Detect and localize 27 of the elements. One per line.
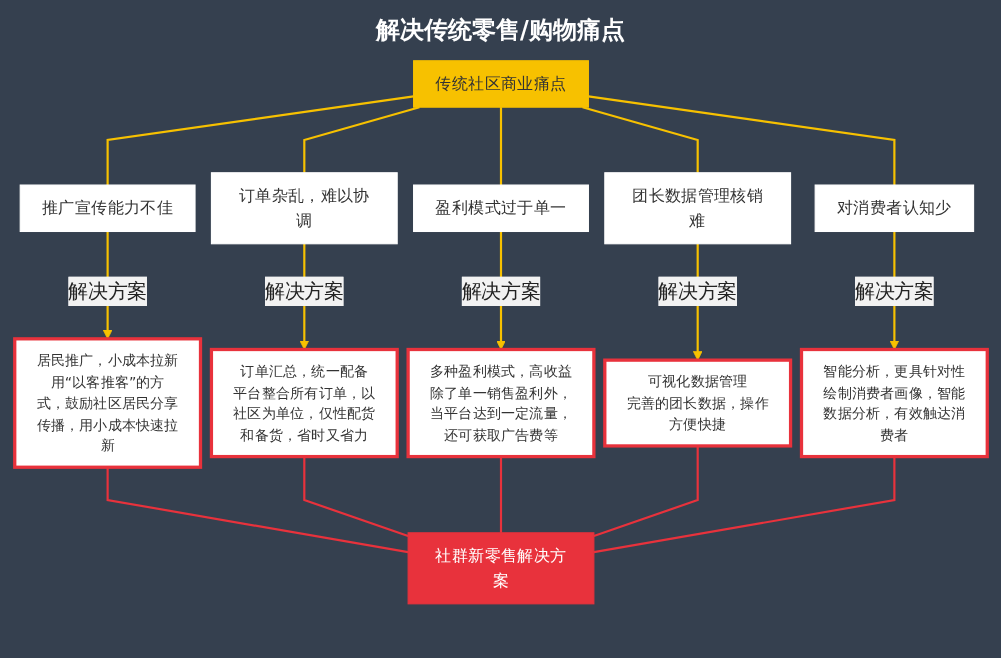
connector <box>302 106 420 173</box>
connector <box>302 456 408 538</box>
edge-label: 解决方案 <box>67 279 147 303</box>
node-box: 可视化数据管理 完善的团长数据，操作方便快捷 <box>602 358 792 448</box>
node-box: 智能分析，更具针对性 绘制消费者画像，智能数据分析，有效触达消费者 <box>799 347 989 459</box>
node-box: 对消费者认知少 <box>814 184 974 233</box>
edge-label: 解决方案 <box>854 279 934 303</box>
connector <box>593 445 699 538</box>
connector <box>106 95 414 186</box>
node-box: 盈利模式过于单一 <box>412 184 589 233</box>
node-box: 居民推广，小成本拉新 用“以客推客”的方式，鼓励社区居民分享传播，用小成本快速拉新 <box>12 337 202 469</box>
node-box: 推广宣传能力不佳 <box>19 184 196 233</box>
node-box: 订单汇总，统一配备 平台整合所有订单，以社区为单位，仅性配货和备货，省时又省力 <box>209 347 399 459</box>
node-box: 多种盈利模式，高收益 除了单一销售盈利外，当平台达到一定流量，还可获取广告费等 <box>406 347 595 459</box>
connector <box>499 456 502 533</box>
connector <box>499 107 502 186</box>
node-box: 社群新零售解决方案 <box>407 532 594 605</box>
edge-label: 解决方案 <box>461 279 540 303</box>
connector <box>593 456 895 554</box>
connector <box>106 467 408 554</box>
edge-label: 解决方案 <box>264 279 344 303</box>
edge-label: 解决方案 <box>657 279 737 303</box>
node-box: 传统社区商业痛点 <box>412 60 589 108</box>
connector <box>587 95 895 186</box>
node-box: 团长数据管理核销难 <box>603 172 791 245</box>
node-box: 订单杂乱，难以协调 <box>210 172 398 245</box>
diagram-title: 解决传统零售/购物痛点 <box>376 15 625 46</box>
